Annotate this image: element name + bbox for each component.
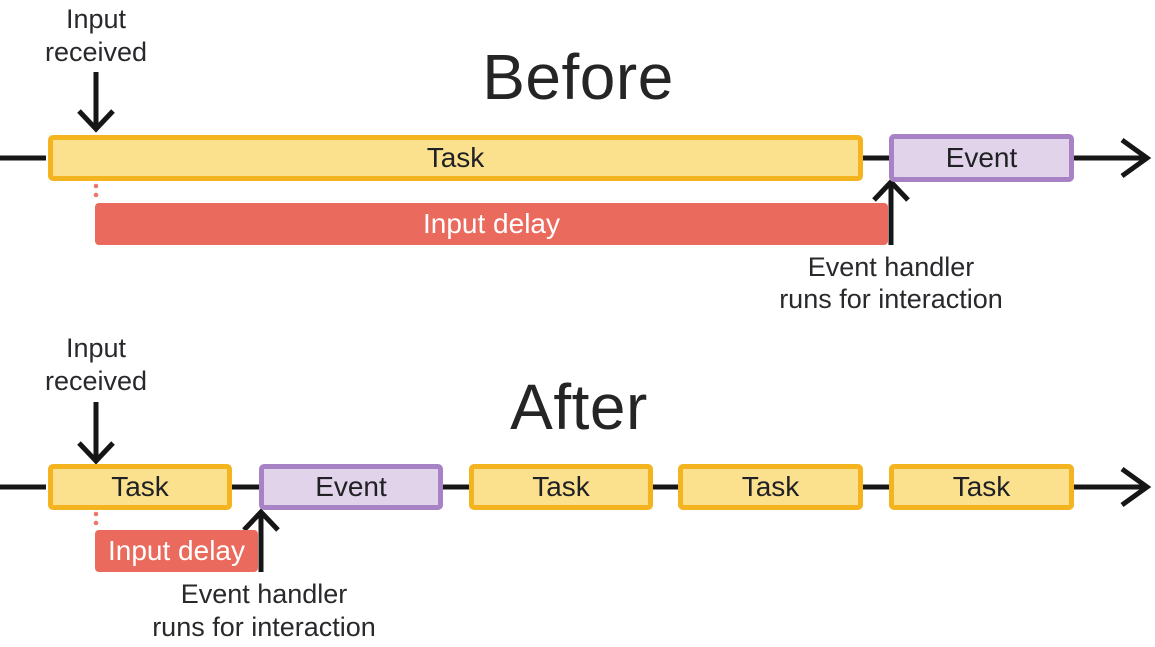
before-input-arrow-icon: [77, 72, 115, 133]
before-input-received-label: Input received: [44, 4, 148, 67]
before-task-bar: Task: [48, 135, 863, 181]
after-task-label-4: Task: [952, 471, 1011, 502]
before-title: Before: [482, 41, 674, 113]
before-task-label: Task: [426, 142, 485, 173]
after-event-label: Event: [315, 471, 387, 502]
before-input-delay-label: Input delay: [423, 208, 560, 239]
before-input-delay-bar: Input delay: [95, 203, 888, 245]
after-task-bar-3: Task: [678, 464, 863, 510]
after-title: After: [510, 371, 648, 443]
after-event-handler-label: Event handler runs for interaction: [152, 579, 376, 642]
after-input-received-label: Input received: [44, 333, 148, 396]
before-timeline-arrowhead-icon: [1120, 137, 1152, 179]
after-input-delay-label: Input delay: [108, 535, 245, 566]
after-task-bar-2: Task: [469, 464, 653, 510]
after-task-label-2: Task: [532, 471, 590, 502]
after-task-label-1: Task: [111, 471, 169, 502]
after-task-label-3: Task: [741, 471, 800, 502]
after-timeline-arrowhead-icon: [1120, 466, 1152, 508]
after-event-box: Event: [259, 464, 443, 510]
after-input-delay-bar: Input delay: [95, 530, 258, 572]
before-event-handler-label: Event handler runs for interaction: [779, 252, 1003, 314]
before-event-box: Event: [889, 134, 1074, 182]
after-task-bar-1: Task: [48, 464, 232, 510]
after-task-bar-4: Task: [889, 464, 1074, 510]
before-event-label: Event: [945, 142, 1018, 173]
after-input-arrow-icon: [77, 402, 115, 465]
